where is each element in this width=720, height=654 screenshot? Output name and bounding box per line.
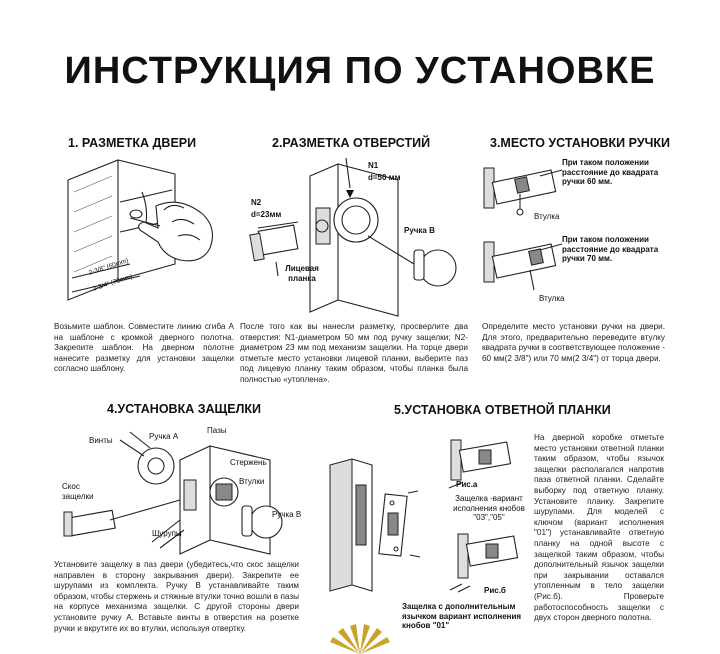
latch-variant-b-illustration xyxy=(449,533,519,593)
section-3-heading: 3.МЕСТО УСТАНОВКИ РУЧКИ xyxy=(490,136,670,150)
bushing-label-1: Втулка xyxy=(534,212,560,221)
n1-diameter: d=50 мм xyxy=(368,173,401,182)
bushing-label-2: Втулка xyxy=(539,294,565,303)
section-2-text: После того как вы нанесли разметку, прос… xyxy=(240,322,468,384)
section-5-text: На дверной коробке отметьте место устано… xyxy=(534,433,664,623)
latch-installation-illustration xyxy=(63,431,283,555)
door-marking-illustration xyxy=(67,159,213,301)
strike-plate-illustration xyxy=(329,458,421,592)
rod-label: Стержень xyxy=(230,458,267,467)
handle-a-label: Ручка А xyxy=(149,432,179,441)
section-4-text: Установите защелку в паз двери (убедитес… xyxy=(54,560,299,633)
handle-b-label: Ручка В xyxy=(404,226,435,235)
handle-b-label-2: Ручка В xyxy=(272,510,302,519)
section-2-heading: 2.РАЗМЕТКА ОТВЕРСТИЙ xyxy=(272,136,431,150)
position-60-note: При таком положении расстояние до квадра… xyxy=(562,158,659,186)
figure-b-label: Рис.б xyxy=(484,586,506,595)
latch-bevel-label: Скос защелки xyxy=(62,482,94,501)
latch-position-60-illustration xyxy=(483,167,563,216)
figure-a-label: Рис.а xyxy=(456,480,478,489)
n2-diameter: d=23мм xyxy=(251,210,282,219)
section-1-text: Возьмите шаблон. Совместите линию сгиба … xyxy=(54,322,234,374)
screws-label: Винты xyxy=(89,436,113,445)
face-plate-label: Лицевая планка xyxy=(285,264,319,283)
latch-position-70-illustration xyxy=(483,241,563,291)
position-70-note: При таком положении расстояние до квадра… xyxy=(562,235,659,263)
section-3-text: Определите место установки ручки на двер… xyxy=(482,322,665,363)
self-tapping-screws-label: Шурупы xyxy=(152,529,182,538)
bushings-label: Втулки xyxy=(239,477,265,486)
n1-label: N1 xyxy=(368,161,379,170)
page-title: ИНСТРУКЦИЯ ПО УСТАНОВКЕ xyxy=(64,50,656,92)
slots-label: Пазы xyxy=(207,426,227,435)
brand-fan-logo xyxy=(330,624,390,654)
section-5-heading: 5.УСТАНОВКА ОТВЕТНОЙ ПЛАНКИ xyxy=(394,403,611,417)
drilling-holes-illustration xyxy=(249,157,457,317)
section-4-heading: 4.УСТАНОВКА ЗАЩЕЛКИ xyxy=(107,402,262,416)
figure-a-caption: Защелка -вариант исполнения кнобов "03",… xyxy=(453,494,525,522)
figure-b-caption: Защелка с дополнительным язычком вариант… xyxy=(402,602,522,630)
n2-label: N2 xyxy=(251,198,262,207)
section-1-heading: 1. РАЗМЕТКА ДВЕРИ xyxy=(68,136,197,150)
latch-variant-a-illustration xyxy=(448,439,512,489)
